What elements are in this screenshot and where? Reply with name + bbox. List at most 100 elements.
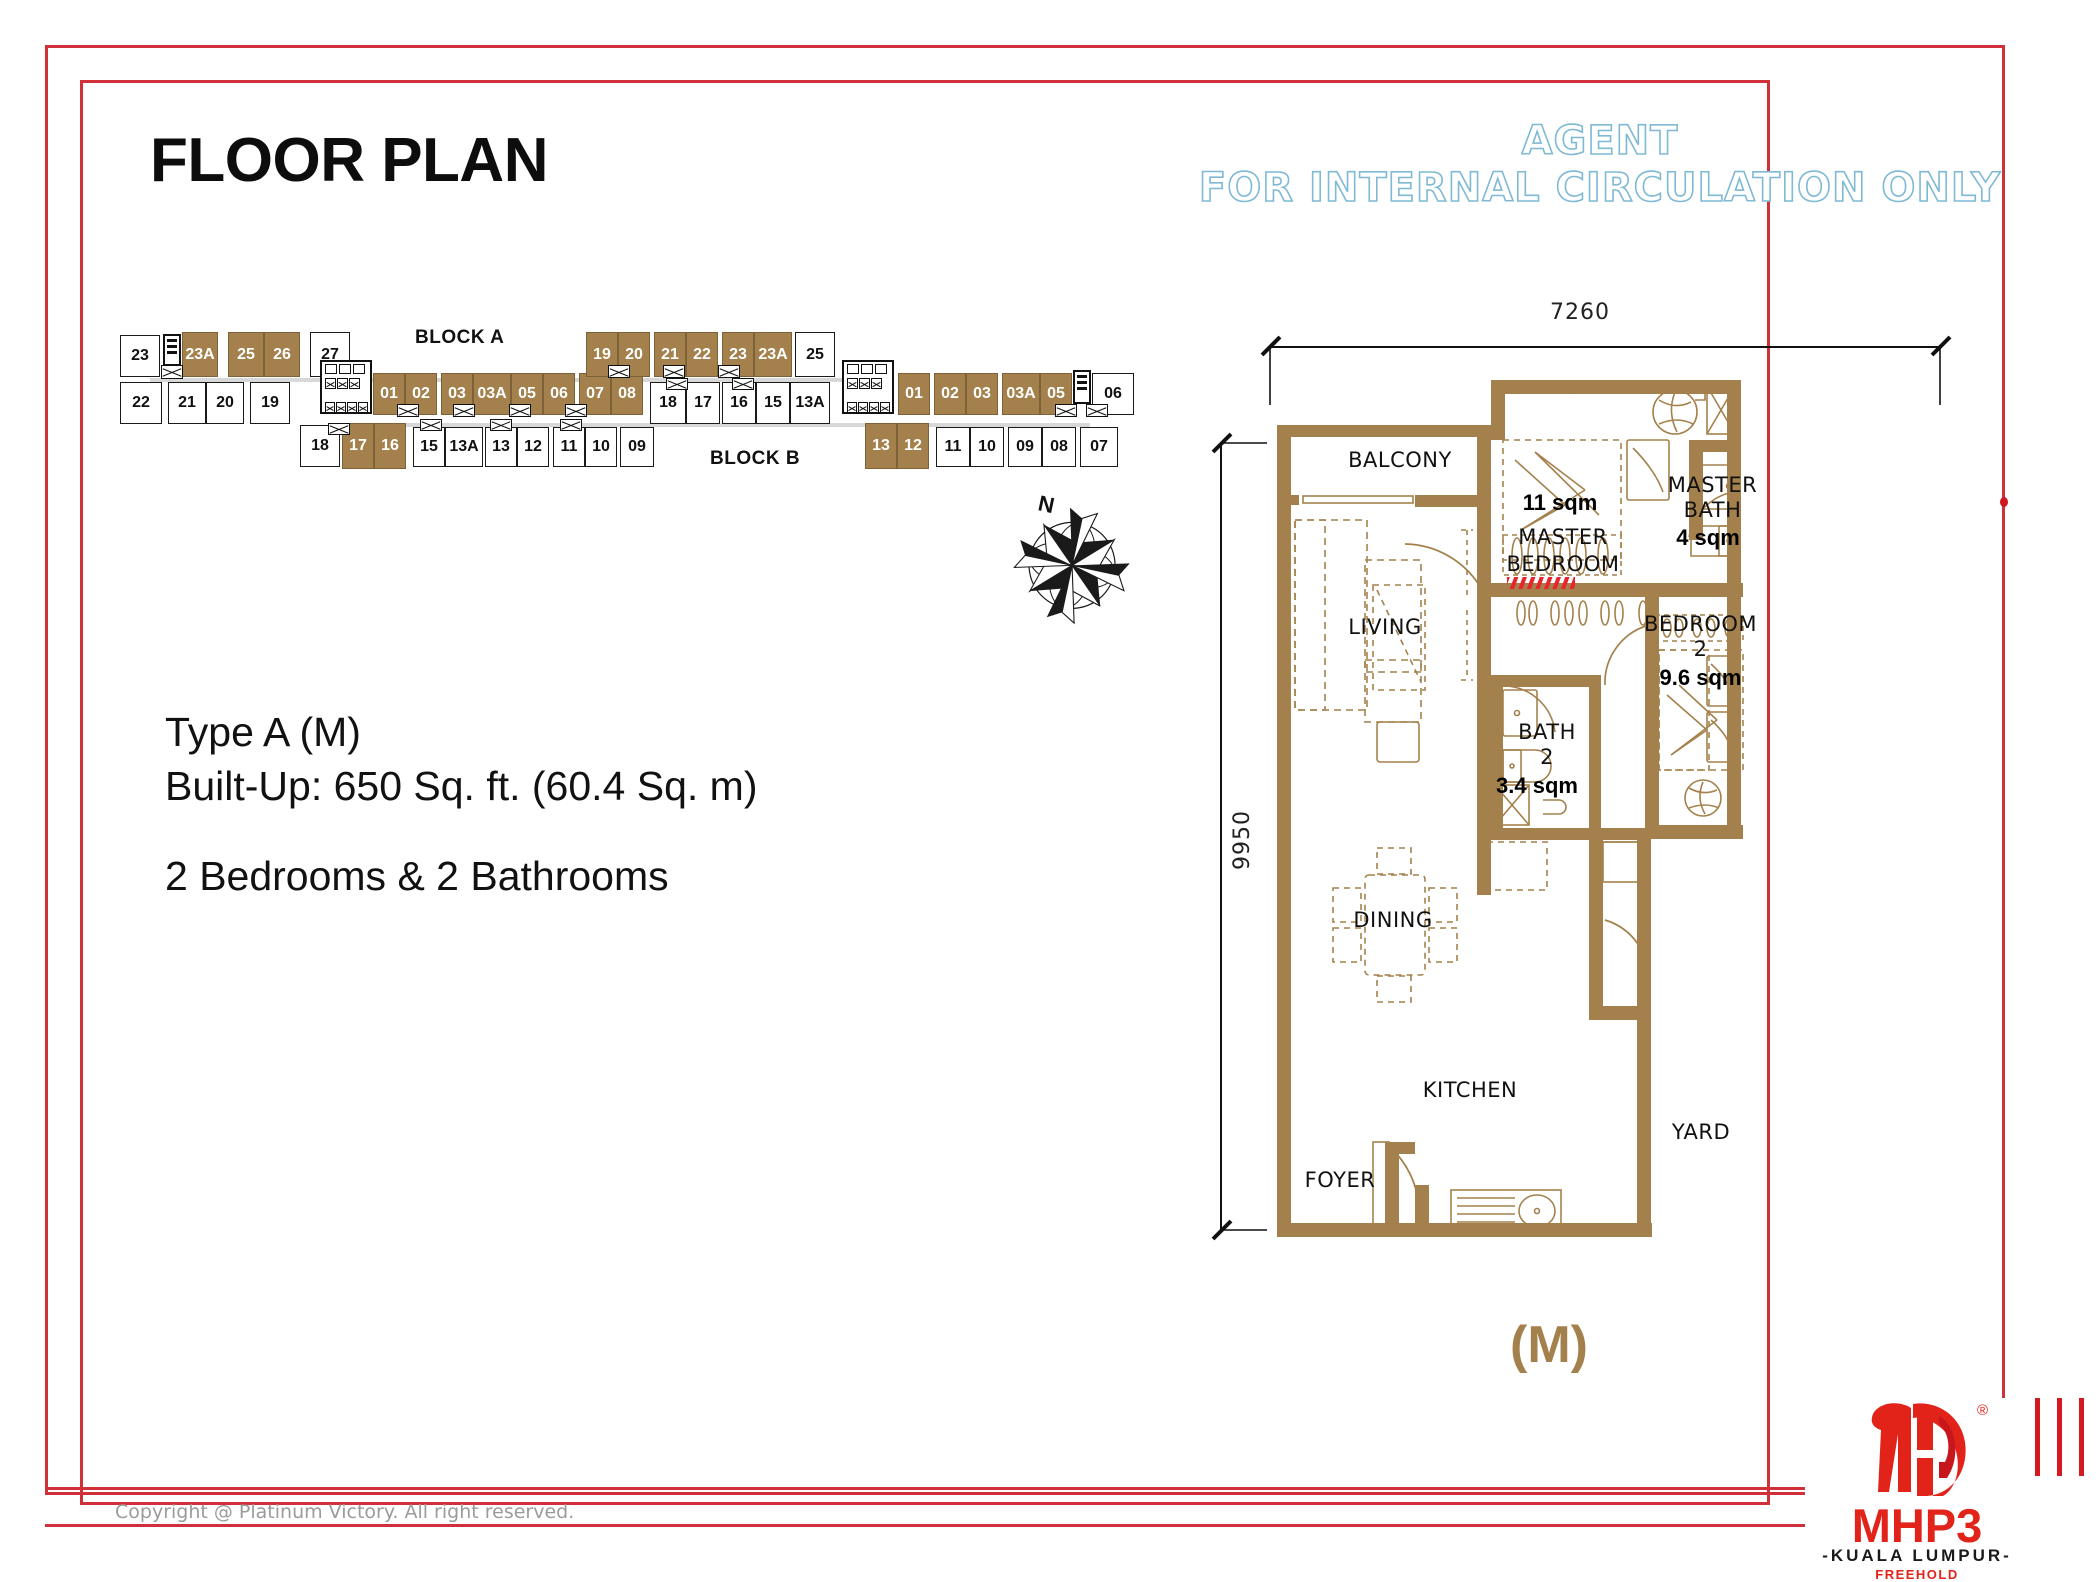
watermark-line-2: FOR INTERNAL CIRCULATION ONLY xyxy=(1198,164,2002,212)
key-plan-unit[interactable]: 25 xyxy=(795,332,835,377)
key-plan-unit[interactable]: 01 xyxy=(373,373,405,415)
key-plan-riser xyxy=(869,402,879,413)
watermark: AGENT FOR INTERNAL CIRCULATION ONLY xyxy=(1180,117,2020,212)
room-label-master-bedroom-line1: MASTER xyxy=(1518,525,1608,549)
key-plan-door-symbol xyxy=(666,378,688,390)
spec-builtup: Built-Up: 650 Sq. ft. (60.4 Sq. m) xyxy=(165,763,758,810)
key-plan-riser xyxy=(325,378,336,389)
room-label-foyer: FOYER xyxy=(1304,1168,1376,1192)
key-plan-block-a-label: BLOCK A xyxy=(415,327,505,348)
key-plan-unit[interactable]: 09 xyxy=(1008,427,1042,467)
room-label-bedroom2-line2: 2 xyxy=(1693,637,1708,661)
key-plan-unit[interactable]: 22 xyxy=(120,382,162,424)
key-plan-lift xyxy=(847,364,859,374)
unit-floor-plan: 7260 9950 xyxy=(1211,300,1955,1250)
key-plan-unit[interactable]: 21 xyxy=(168,382,206,424)
key-plan-door-symbol xyxy=(565,404,587,417)
spec-rooms: 2 Bedrooms & 2 Bathrooms xyxy=(165,853,669,900)
key-plan-riser xyxy=(859,378,870,389)
key-plan-unit[interactable]: 11 xyxy=(553,427,585,467)
key-plan-riser xyxy=(858,402,868,413)
key-plan-unit[interactable]: 02 xyxy=(934,373,966,415)
key-plan-unit[interactable]: 08 xyxy=(1042,427,1076,467)
key-plan-stair-core xyxy=(1073,370,1091,404)
key-plan-unit[interactable]: 03A xyxy=(1002,373,1040,415)
key-plan-door-symbol xyxy=(560,419,582,431)
key-plan-corridor xyxy=(875,423,1090,427)
key-plan-riser xyxy=(880,402,890,413)
key-plan-unit[interactable]: 09 xyxy=(620,427,654,467)
room-label-yard: YARD xyxy=(1671,1120,1731,1144)
key-plan-door-symbol xyxy=(663,365,685,378)
key-plan-door-symbol xyxy=(509,404,531,417)
key-plan-unit[interactable]: 19 xyxy=(250,382,290,424)
key-plan-unit[interactable]: 11 xyxy=(936,427,970,467)
key-plan-riser xyxy=(347,402,357,413)
copyright-text: Copyright @ Platinum Victory. All right … xyxy=(115,1501,575,1523)
key-plan-unit[interactable]: 20 xyxy=(206,382,244,424)
key-plan-lift xyxy=(339,364,351,374)
area-label-bath2: 3.4 sqm xyxy=(1496,773,1578,798)
key-plan-unit[interactable]: 15 xyxy=(756,382,790,424)
key-plan-riser xyxy=(349,378,360,389)
spec-type: Type A (M) xyxy=(165,709,361,755)
key-plan-door-symbol xyxy=(420,419,442,431)
key-plan-unit[interactable]: 12 xyxy=(517,427,549,467)
key-plan-unit[interactable]: 22 xyxy=(686,332,718,377)
key-plan-door-symbol xyxy=(608,365,630,378)
area-label-master-bath: 4 sqm xyxy=(1676,525,1740,550)
room-label-bath2-line2: 2 xyxy=(1540,745,1554,769)
key-plan-unit[interactable]: 13 xyxy=(485,427,517,467)
key-plan-unit[interactable]: 10 xyxy=(970,427,1004,467)
watermark-line-1: AGENT xyxy=(1521,117,1679,165)
logo-name: MHP3 xyxy=(1851,1499,1983,1552)
room-label-bedroom2-line1: BEDROOM xyxy=(1643,612,1758,636)
dimension-width-label: 7260 xyxy=(1550,300,1610,325)
room-label-master-bedroom-line2: BEDROOM xyxy=(1506,552,1620,576)
key-plan-door-symbol xyxy=(1086,404,1108,417)
key-plan-lift xyxy=(861,364,873,374)
key-plan-unit[interactable]: 13 xyxy=(865,423,897,469)
page-border-inner xyxy=(80,80,1770,1505)
key-plan-unit[interactable]: 23A xyxy=(754,332,792,377)
area-label-bedroom2: 9.6 sqm xyxy=(1659,665,1742,690)
key-plan-unit[interactable]: 03A xyxy=(473,373,511,415)
key-plan-door-symbol xyxy=(328,423,350,435)
mhp3-logo: ® MHP3 -KUALA LUMPUR- FREEHOLD xyxy=(1805,1398,2100,1582)
area-label-master-bedroom: 11 sqm xyxy=(1522,490,1598,515)
key-plan-unit[interactable]: 08 xyxy=(611,373,643,415)
compass-north-label: N xyxy=(1036,490,1057,518)
key-plan-unit[interactable]: 17 xyxy=(686,382,720,424)
key-plan-unit[interactable]: 10 xyxy=(585,427,617,467)
logo-stripes-decoration xyxy=(2027,1398,2100,1476)
footer-rule-bottom xyxy=(45,1524,1860,1527)
room-label-kitchen: KITCHEN xyxy=(1422,1078,1518,1102)
key-plan-unit[interactable]: 03 xyxy=(966,373,998,415)
key-plan-riser xyxy=(847,378,858,389)
key-plan-riser xyxy=(847,402,857,413)
key-plan-riser xyxy=(325,402,335,413)
entry-hatch xyxy=(1507,577,1575,589)
room-label-dining: DINING xyxy=(1353,908,1433,932)
key-plan-unit[interactable]: 12 xyxy=(897,423,929,469)
key-plan-unit[interactable]: 25 xyxy=(228,332,264,377)
dimension-height-label: 9950 xyxy=(1230,810,1255,870)
dimension-lines xyxy=(1211,335,1952,1241)
key-plan-unit[interactable]: 23A xyxy=(182,332,218,377)
key-plan-riser xyxy=(336,402,346,413)
key-plan-unit[interactable]: 15 xyxy=(413,427,445,467)
room-label-master-bath-line2: BATH xyxy=(1683,498,1742,522)
key-plan-unit[interactable]: 23 xyxy=(120,335,160,377)
key-plan-unit[interactable]: 26 xyxy=(264,332,300,377)
key-plan-unit[interactable]: 01 xyxy=(898,373,930,415)
page-border-outer xyxy=(45,45,2005,1495)
key-plan-door-symbol xyxy=(732,378,754,390)
key-plan-unit[interactable]: 07 xyxy=(1080,427,1118,467)
key-plan-lift xyxy=(875,364,887,374)
room-label-bath2-line1: BATH xyxy=(1518,720,1576,744)
key-plan-unit[interactable]: 13A xyxy=(445,427,483,467)
key-plan-unit[interactable]: 13A xyxy=(790,382,830,424)
unit-spec-block: Type A (M) Built-Up: 650 Sq. ft. (60.4 S… xyxy=(165,705,757,903)
key-plan-block-b-label: BLOCK B xyxy=(710,448,801,469)
key-plan-unit[interactable]: 16 xyxy=(374,423,406,469)
